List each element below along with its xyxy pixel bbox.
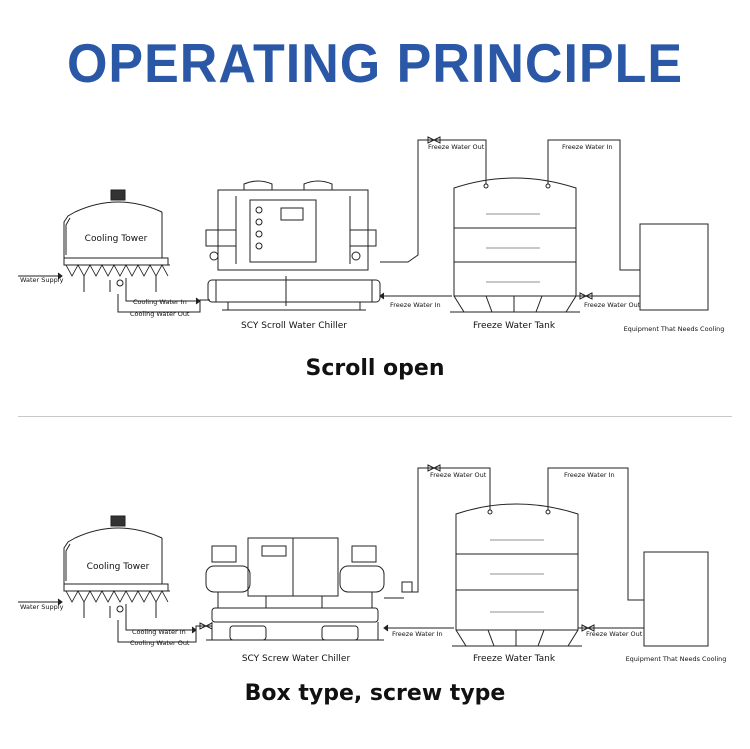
screw-system-diagram: Cooling Tower Water Supply Cooling Water…: [0, 460, 750, 670]
page-title: OPERATING PRINCIPLE: [66, 33, 684, 95]
screw-caption: Box type, screw type: [244, 681, 506, 706]
water-supply-label: Water Supply: [20, 603, 64, 611]
chiller-label: SCY Screw Water Chiller: [242, 654, 351, 664]
scroll-diagram-svg: Cooling Tower Water Supply Cooling Water…: [18, 136, 725, 333]
scroll-system-diagram: Cooling Tower Water Supply Cooling Water…: [0, 120, 750, 340]
freeze-water-out-label: Freeze Water Out: [584, 301, 641, 309]
freeze-water-tank: [450, 177, 580, 313]
tank-label: Freeze Water Tank: [473, 321, 556, 331]
freeze-water-out-label: Freeze Water Out: [586, 630, 643, 638]
cooling-water-in-label: Cooling Water In: [133, 298, 187, 306]
freeze-water-tank: [452, 503, 582, 647]
screw-diagram-svg: Cooling Tower Water Supply Cooling Water…: [18, 464, 727, 664]
tank-label: Freeze Water Tank: [473, 654, 556, 664]
screw-chiller: [205, 537, 413, 641]
scroll-caption: Scroll open: [305, 356, 445, 381]
equipment-box: [639, 223, 709, 311]
freeze-water-in-label: Freeze Water In: [390, 301, 441, 309]
equipment-box: [643, 551, 709, 647]
scroll-chiller: [205, 180, 381, 311]
equipment-label: Equipment That Needs Cooling: [624, 325, 725, 333]
cooling-tower: [63, 515, 170, 620]
freeze-water-in-top-label: Freeze Water In: [562, 143, 613, 151]
cooling-tower-label: Cooling Tower: [87, 562, 150, 572]
chiller-label: SCY Scroll Water Chiller: [241, 321, 347, 331]
freeze-water-in-label: Freeze Water In: [392, 630, 443, 638]
equipment-label: Equipment That Needs Cooling: [626, 655, 727, 663]
cooling-water-in-label: Cooling Water In: [132, 628, 186, 636]
section-divider: [18, 416, 732, 417]
cooling-tower-label: Cooling Tower: [85, 234, 148, 244]
freeze-water-out-top-label: Freeze Water Out: [428, 143, 485, 151]
water-supply-label: Water Supply: [20, 276, 64, 284]
freeze-water-out-top-label: Freeze Water Out: [430, 471, 487, 479]
cooling-water-out-label: Cooling Water Out: [130, 310, 190, 318]
freeze-water-in-top-label: Freeze Water In: [564, 471, 615, 479]
cooling-water-out-label: Cooling Water Out: [130, 639, 190, 647]
cooling-tower: [63, 189, 170, 294]
